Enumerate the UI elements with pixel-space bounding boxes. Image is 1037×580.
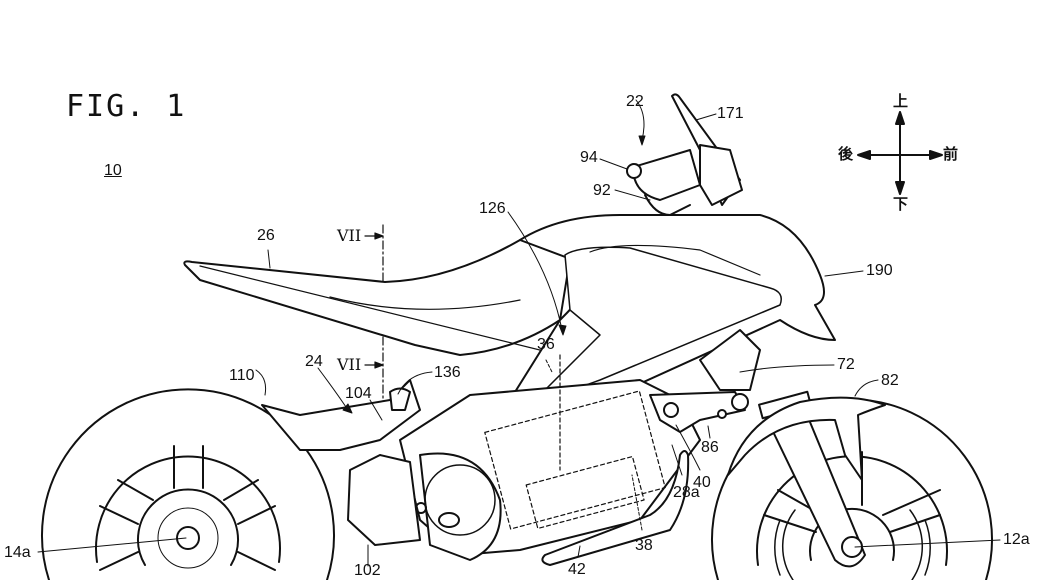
section-mark-lower: VII — [337, 355, 362, 374]
front-fender — [727, 396, 886, 481]
label-14a: 14a — [4, 544, 31, 561]
handlebar — [629, 149, 701, 201]
label-171: 171 — [717, 105, 744, 122]
label-82: 82 — [881, 372, 899, 389]
label-38: 38 — [635, 537, 653, 554]
rear-body — [261, 379, 421, 451]
label-110: 110 — [229, 367, 255, 384]
label-40: 40 — [693, 474, 711, 491]
direction-front-label: 前 — [943, 145, 959, 163]
steering-linkage — [649, 329, 761, 433]
direction-down-label: 下 — [893, 195, 909, 213]
label-72: 72 — [837, 356, 855, 373]
rear-wheel — [41, 388, 335, 580]
label-42: 42 — [568, 561, 586, 578]
label-86: 86 — [701, 439, 719, 456]
label-190: 190 — [866, 262, 893, 279]
section-mark-upper: VII — [337, 226, 362, 245]
figure-reference-number: 10 — [104, 162, 122, 179]
label-102: 102 — [354, 562, 381, 579]
direction-arrows — [857, 111, 943, 195]
seat — [183, 226, 576, 356]
label-28a: 28a — [673, 484, 700, 501]
label-94: 94 — [580, 149, 598, 166]
direction-up-label: 上 — [893, 92, 909, 110]
direction-rear-label: 後 — [838, 145, 854, 163]
label-36: 36 — [537, 336, 555, 353]
label-24: 24 — [305, 353, 323, 370]
motor-housing — [347, 454, 421, 546]
label-126: 126 — [479, 200, 506, 217]
label-92: 92 — [593, 182, 611, 199]
label-26: 26 — [257, 227, 275, 244]
leader-lines — [37, 99, 1001, 567]
under-guard — [541, 450, 690, 566]
label-104: 104 — [345, 385, 372, 402]
label-136: 136 — [434, 364, 461, 381]
label-12a: 12a — [1003, 531, 1030, 548]
figure-title: FIG. 1 — [66, 89, 187, 124]
label-22: 22 — [626, 93, 644, 110]
